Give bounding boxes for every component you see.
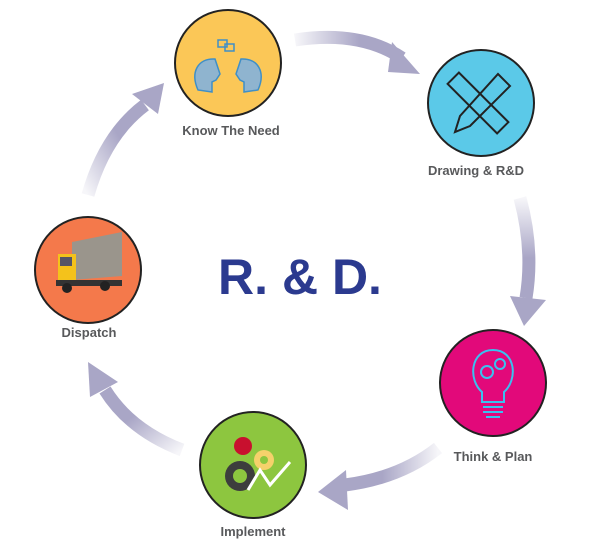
step-dispatch-circle — [34, 216, 142, 324]
two-heads-talking-icon — [194, 39, 262, 93]
arrow-think-to-implement — [318, 442, 443, 510]
step-label-drawing: Drawing & R&D — [427, 163, 525, 178]
step-drawing-circle — [427, 49, 535, 157]
arrow-dispatch-to-know — [81, 83, 164, 197]
step-label-implement: Implement — [220, 524, 286, 539]
step-implement-circle — [199, 411, 307, 519]
step-label-dispatch: Dispatch — [61, 325, 117, 340]
step-label-know-the-need: Know The Need — [182, 123, 280, 138]
truck-icon — [56, 232, 122, 293]
gears-chart-icon — [225, 437, 292, 491]
step-know-the-need-circle — [174, 9, 282, 117]
arrow-drawing-to-think — [510, 196, 546, 326]
step-label-think-plan: Think & Plan — [453, 449, 533, 464]
ruler-pencil-icon — [446, 71, 512, 135]
lightbulb-gears-icon — [472, 348, 514, 418]
arrow-implement-to-dispatch — [88, 362, 185, 457]
step-think-plan-circle — [439, 329, 547, 437]
diagram-title: R. & D. — [218, 249, 382, 305]
arrow-know-to-drawing — [294, 30, 420, 74]
